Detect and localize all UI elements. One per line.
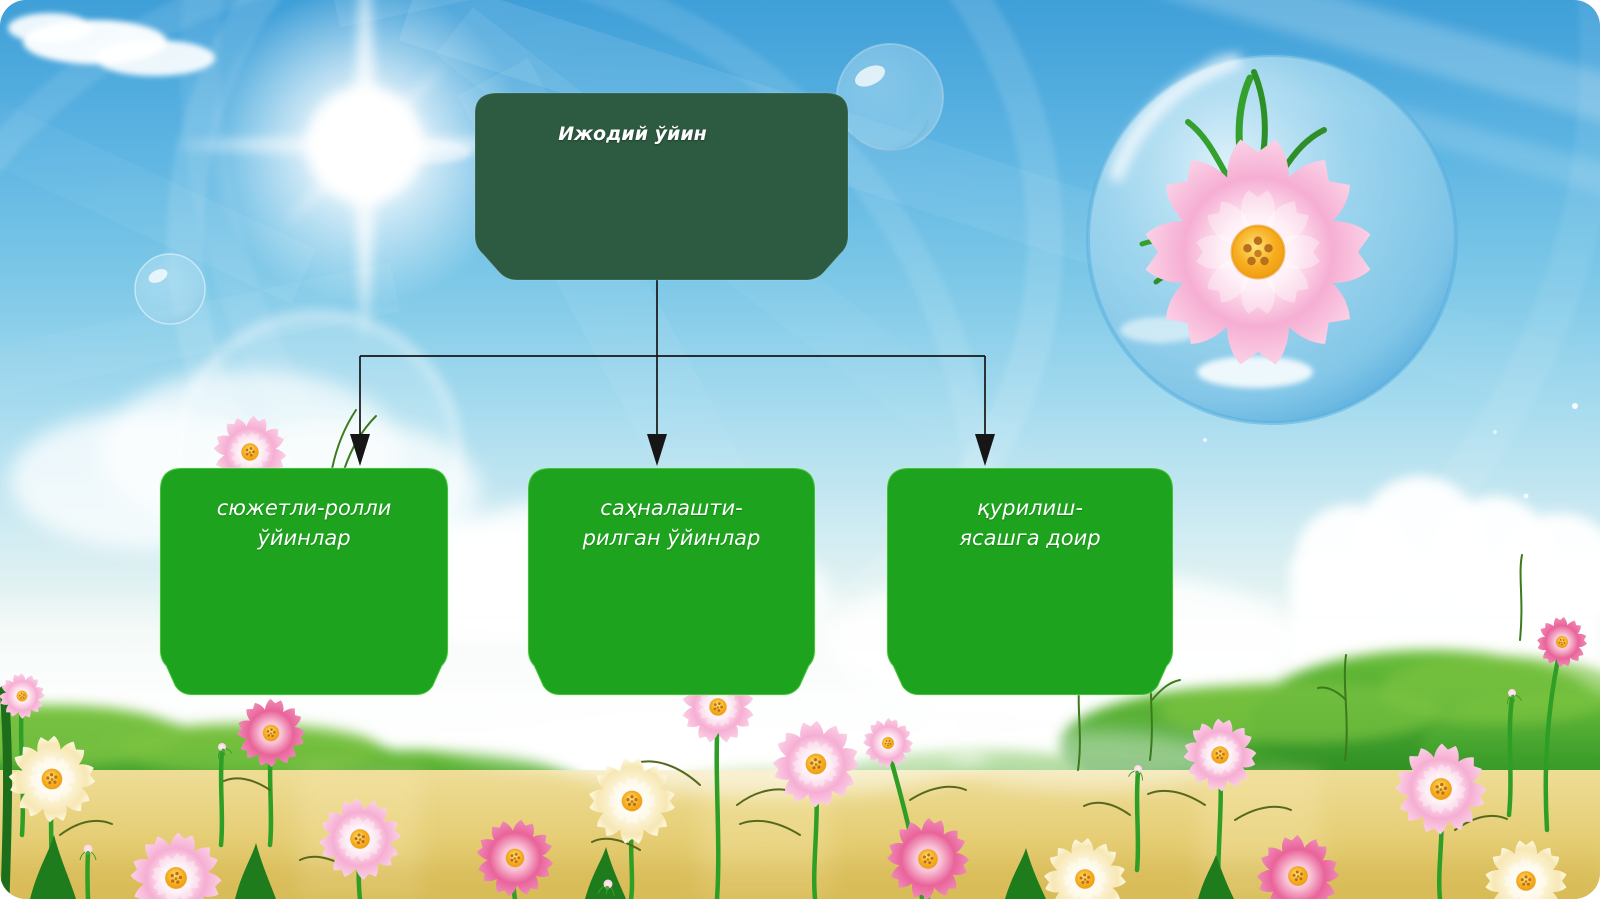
child-node-1-shape[interactable] [159,467,449,696]
flower-stems [0,409,1563,899]
connectors [350,248,995,466]
sun-icon [170,0,560,345]
arrowhead-right [975,434,995,466]
root-node-shape[interactable] [474,92,849,281]
connector-lines [359,248,986,436]
arrowhead-middle [647,434,667,466]
arrowhead-left [350,434,370,466]
child-node-3-shape[interactable] [886,467,1174,696]
grass-tufts [30,835,1234,899]
child-node-2-shape[interactable] [527,467,816,696]
bubble-large-flower [1086,53,1458,425]
bubble-small-left [134,253,206,325]
